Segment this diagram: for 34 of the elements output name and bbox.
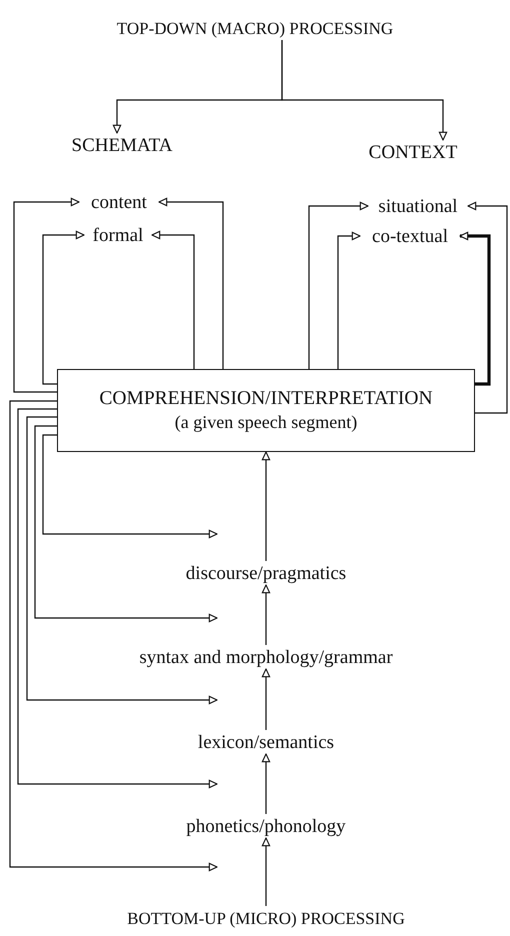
box-subtext: (a given speech segment) bbox=[174, 412, 358, 433]
level-label: content bbox=[79, 190, 159, 214]
connector-arrow bbox=[42, 230, 85, 385]
level-label: situational bbox=[368, 194, 468, 218]
level-label: discourse/pragmatics bbox=[166, 561, 366, 585]
level-label: formal bbox=[84, 223, 152, 247]
connector-arrow bbox=[158, 198, 224, 369]
level-label: co-textual bbox=[360, 224, 460, 248]
connector-arrow bbox=[262, 451, 270, 561]
level-label: phonetics/phonology bbox=[166, 814, 366, 838]
connector-arrow bbox=[281, 40, 448, 141]
connector-arrow bbox=[262, 753, 270, 814]
level-label: syntax and morphology/grammar bbox=[106, 645, 426, 669]
feedback-arrow bbox=[17, 408, 218, 788]
process-box bbox=[57, 369, 475, 452]
connector-arrow bbox=[13, 198, 80, 393]
heading-label: CONTEXT bbox=[358, 140, 468, 164]
connector-arrow bbox=[337, 232, 361, 369]
feedback-arrow bbox=[42, 434, 218, 538]
feedback-arrow bbox=[26, 416, 218, 704]
connector-arrow bbox=[262, 837, 270, 906]
connector-arrow bbox=[151, 230, 195, 369]
connector-arrow bbox=[459, 232, 491, 386]
feedback-arrow bbox=[34, 425, 218, 622]
connector-arrow bbox=[467, 202, 508, 414]
feedback-arrow bbox=[9, 400, 218, 872]
connector-arrow bbox=[308, 202, 369, 369]
heading-label: TOP-DOWN (MACRO) PROCESSING bbox=[105, 16, 405, 40]
box-heading: COMPREHENSION/INTERPRETATION bbox=[99, 388, 433, 410]
heading-label: SCHEMATA bbox=[62, 133, 182, 157]
heading-label: BOTTOM-UP (MICRO) PROCESSING bbox=[106, 906, 426, 930]
connector-arrow bbox=[262, 584, 270, 645]
level-label: lexicon/semantics bbox=[181, 730, 351, 754]
connector-arrow bbox=[262, 668, 270, 730]
